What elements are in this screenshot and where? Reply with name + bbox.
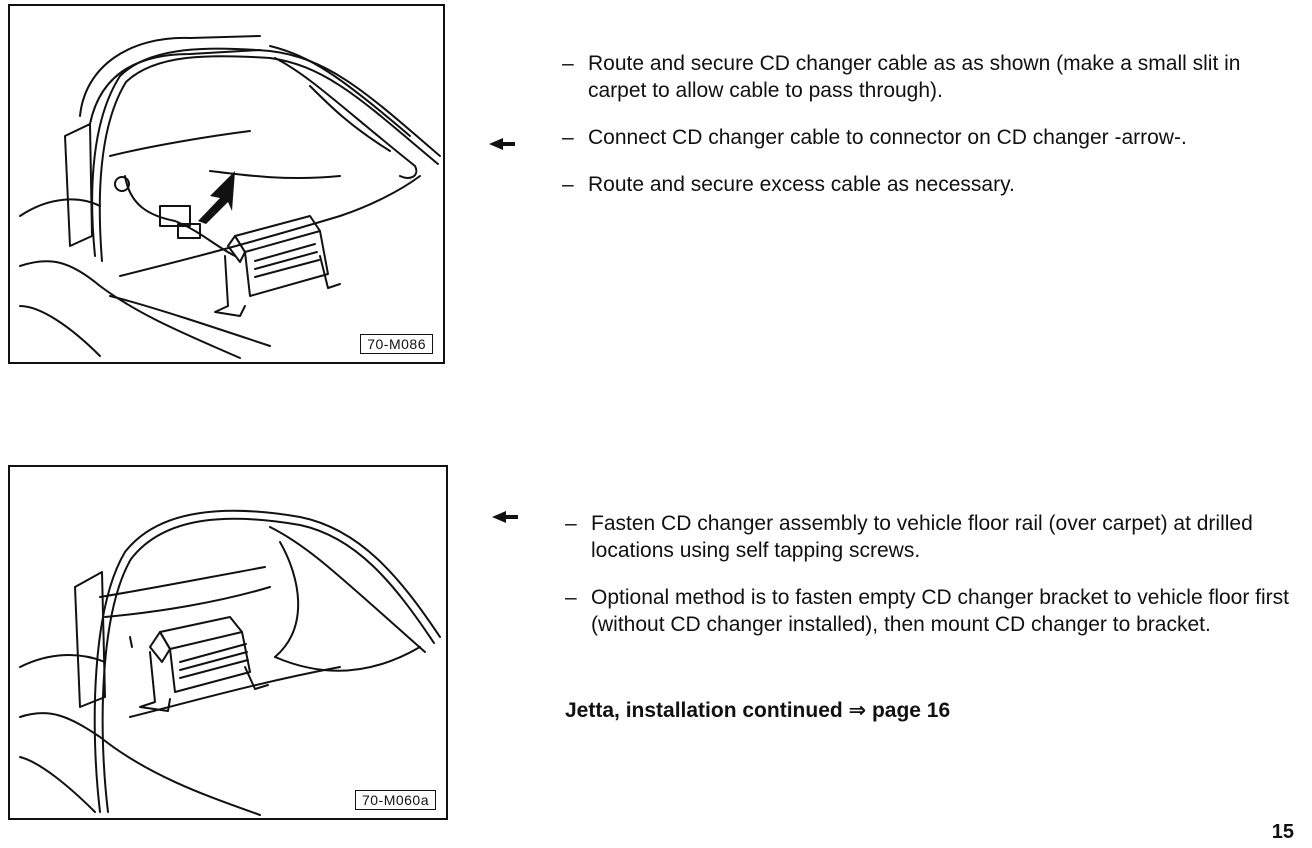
pointer-arrow-icon: [492, 511, 518, 523]
page-number: 15: [1271, 821, 1294, 843]
changer-mounting-illustration: [19, 509, 441, 816]
step-text: Route and secure CD changer cable as as …: [588, 52, 1241, 102]
continuation-note: Jetta, installation continued ⇒ page 16: [565, 699, 951, 722]
step-dash: –: [562, 173, 574, 196]
step-text: Optional method is to fasten empty CD ch…: [591, 586, 1289, 636]
step-text: Route and secure excess cable as necessa…: [588, 173, 1015, 196]
figure-changer-mounting: 70-M060a: [8, 465, 448, 820]
figure-label: 70-M060a: [354, 790, 436, 810]
figure-trunk-cable-routing: 70-M086: [8, 4, 445, 364]
step-dash: –: [562, 126, 574, 149]
step-route-cable: – Route and secure CD changer cable as a…: [562, 50, 1302, 104]
section2-steps: – Fasten CD changer assembly to vehicle …: [565, 510, 1300, 658]
trunk-cable-illustration: [19, 35, 441, 359]
step-fasten-assembly: – Fasten CD changer assembly to vehicle …: [565, 510, 1300, 564]
figure-label: 70-M086: [360, 334, 433, 354]
pointer-arrow-icon: [489, 138, 515, 150]
step-text: Fasten CD changer assembly to vehicle fl…: [591, 512, 1253, 562]
step-dash: –: [565, 512, 577, 535]
section1-steps: – Route and secure CD changer cable as a…: [562, 50, 1302, 218]
step-text: Connect CD changer cable to connector on…: [588, 126, 1187, 149]
arrow-pointer-icon: [198, 171, 235, 224]
step-dash: –: [562, 52, 574, 75]
step-optional-method: – Optional method is to fasten empty CD …: [565, 584, 1300, 638]
step-dash: –: [565, 586, 577, 609]
step-route-excess: – Route and secure excess cable as neces…: [562, 171, 1302, 198]
step-connect-cable: – Connect CD changer cable to connector …: [562, 124, 1302, 151]
